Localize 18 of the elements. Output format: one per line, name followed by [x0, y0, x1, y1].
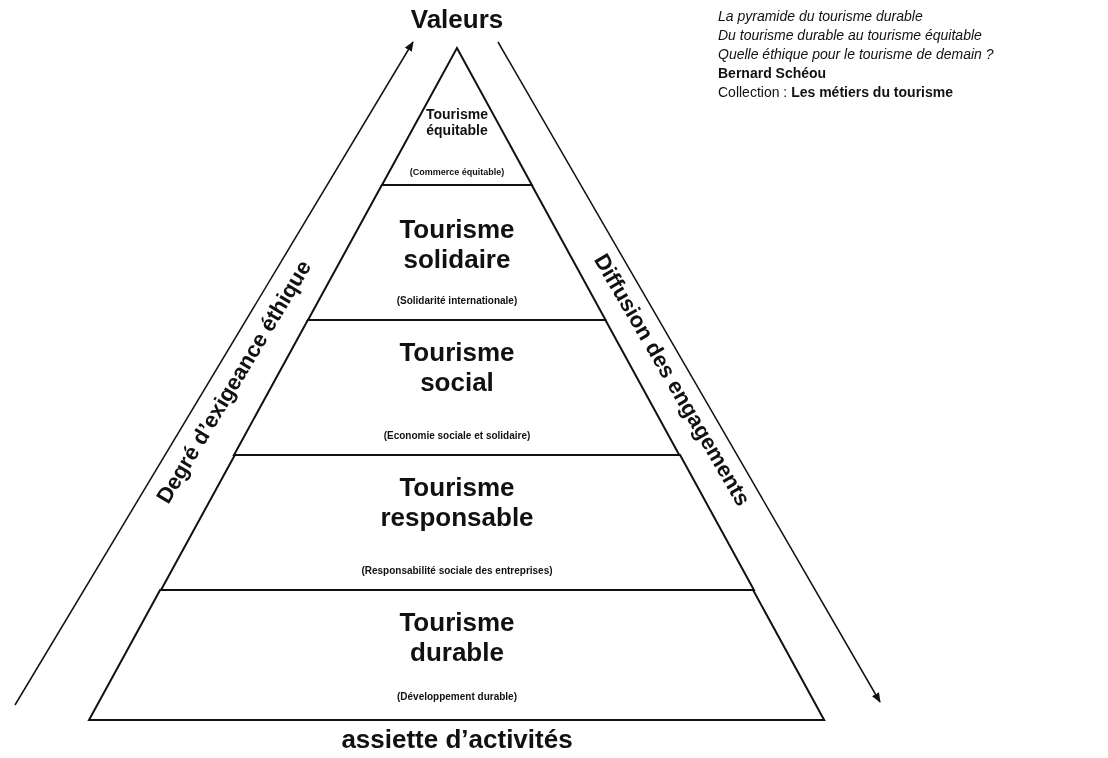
tier-title: Tourisme solidaire	[398, 215, 516, 275]
tier-subtitle: (Développement durable)	[396, 691, 517, 702]
tier-subtitle: (Solidarité internationale)	[396, 295, 518, 306]
book-title: La pyramide du tourisme durable	[718, 8, 923, 24]
series-note: Collection : Les métiers du tourisme	[718, 84, 953, 100]
tier-subtitle: (Economie sociale et solidaire)	[383, 430, 531, 441]
apex-label: Valeurs	[410, 4, 504, 35]
tier-subtitle: (Commerce équitable)	[409, 167, 505, 177]
tier-subtitle: (Responsabilité sociale des entreprises)	[361, 565, 553, 576]
book-subtitle: Du tourisme durable au tourisme équitable	[718, 27, 982, 43]
tier-title: Tourisme durable	[398, 608, 516, 668]
tier-title: Tourisme social	[398, 338, 516, 398]
author-name: Bernard Schéou	[718, 65, 827, 81]
base-label: assiette d’activités	[341, 724, 573, 755]
book-subtitle: Quelle éthique pour le tourisme de demain ?	[718, 46, 994, 62]
tier-title: Tourisme équitable	[425, 106, 489, 139]
pyramid-tier	[89, 590, 825, 720]
tier-title: Tourisme responsable	[379, 473, 535, 533]
